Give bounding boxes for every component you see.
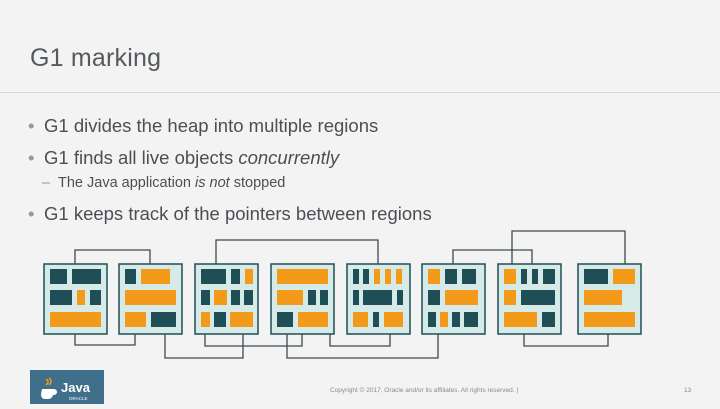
java-coffee-cup-icon: Java ORACLE <box>41 377 91 401</box>
heap-region-8 <box>577 263 642 335</box>
heap-regions-diagram <box>43 230 642 359</box>
heap-region-4 <box>270 263 335 335</box>
slide-page-number: 13 <box>684 387 692 394</box>
bullet-item: • G1 finds all live objects concurrently <box>28 145 668 177</box>
footer-separator: | <box>516 387 519 394</box>
sub-bullet-emphasis: is not <box>195 175 230 191</box>
bullet-list: • G1 divides the heap into multiple regi… <box>28 113 668 233</box>
java-logo: Java ORACLE <box>30 370 104 404</box>
heap-region-2 <box>118 263 183 335</box>
bullet-text: G1 finds all live objects <box>44 147 239 168</box>
bullet-item: • G1 divides the heap into multiple regi… <box>28 113 668 145</box>
oracle-brand-text: ORACLE <box>69 396 88 401</box>
heap-region-1 <box>43 263 108 335</box>
sub-bullet-text-end: stopped <box>229 175 286 191</box>
bullet-dot: • <box>28 115 35 136</box>
sub-bullet-item: – The Java application is not stopped <box>28 173 668 201</box>
bullet-dot: • <box>28 147 35 168</box>
bullet-dot: • <box>28 203 35 224</box>
bullet-text: G1 divides the heap into multiple region… <box>44 115 379 136</box>
title-divider <box>0 92 720 93</box>
heap-region-5 <box>346 263 411 335</box>
bullet-item: • G1 keeps track of the pointers between… <box>28 201 668 233</box>
bullet-text: G1 keeps track of the pointers between r… <box>44 203 432 224</box>
heap-region-6 <box>421 263 486 335</box>
heap-region-7 <box>497 263 562 335</box>
copyright-notice: Copyright © 2017, Oracle and/or its affi… <box>330 387 518 394</box>
sub-bullet-text: The Java application <box>58 175 196 191</box>
region-pointer-links <box>74 230 626 359</box>
java-brand-text: Java <box>61 380 91 395</box>
sub-bullet-dash: – <box>42 175 51 191</box>
heap-region-3 <box>194 263 259 335</box>
slide-title: G1 marking <box>30 44 162 72</box>
bullet-emphasis: concurrently <box>238 147 340 168</box>
copyright-text: Copyright © 2017, Oracle and/or its affi… <box>330 387 515 394</box>
